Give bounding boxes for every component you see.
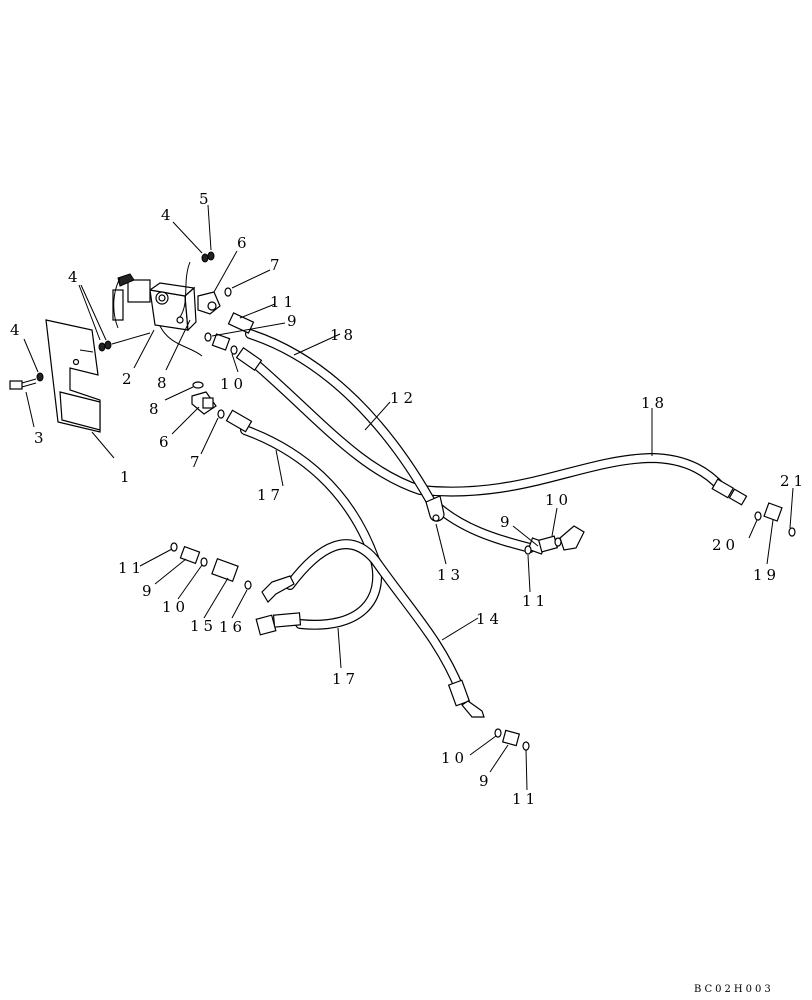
valve-block-part-2 [112,261,203,357]
callout-3: 3 [34,429,48,447]
hose-14 [285,539,465,695]
callout-4: 4 [68,268,82,286]
elbow-fittings-part-6 [191,291,221,415]
callout-9: 9 [500,513,514,531]
callout-2: 2 [122,370,136,388]
adapters-part-9-10-11 [170,332,796,751]
callout-10: 10 [162,598,189,616]
hose-18 [253,361,727,497]
hose-end-fittings [225,312,748,718]
callout-6: 6 [237,234,251,252]
washer-part-4 [36,251,215,382]
callout-7: 7 [190,453,204,471]
callout-8: 8 [149,400,163,418]
callout-11: 11 [522,592,549,610]
callout-9: 9 [142,582,156,600]
callout-5: 5 [199,190,213,208]
callout-11: 11 [512,790,539,808]
callout-4: 4 [161,206,175,224]
callout-labels: 1 2 3 4 4 4 5 6 6 7 7 8 8 9 9 9 9 10 10 … [10,190,807,808]
callout-18: 18 [330,326,357,344]
bolt-part-3 [9,378,37,390]
clamp-part-13 [425,495,445,522]
callout-10: 10 [220,375,247,393]
callout-11: 11 [270,293,297,311]
callout-21: 21 [780,472,807,490]
callout-10: 10 [441,749,468,767]
callout-4: 4 [10,321,24,339]
callout-14: 14 [476,610,503,628]
callout-13: 13 [437,566,464,584]
callout-20: 20 [712,536,739,554]
callout-11: 11 [118,559,145,577]
callout-15: 15 [190,617,217,635]
callout-9: 9 [479,772,493,790]
leader-lines [23,204,794,791]
callout-1: 1 [120,468,134,486]
callout-8: 8 [157,374,171,392]
callout-17: 17 [257,486,284,504]
hose-12 [245,329,535,553]
callout-7: 7 [270,256,284,274]
callout-17: 17 [332,670,359,688]
callout-6: 6 [159,433,173,451]
drawing-code: BC02H003 [694,984,774,995]
bracket-part-1 [45,319,101,433]
callout-18: 18 [641,394,668,412]
callout-12: 12 [390,389,417,407]
callout-9: 9 [287,312,301,330]
callout-10: 10 [545,491,572,509]
callout-19: 19 [753,566,780,584]
o-rings-part-7-8 [192,287,232,419]
callout-16: 16 [219,618,246,636]
